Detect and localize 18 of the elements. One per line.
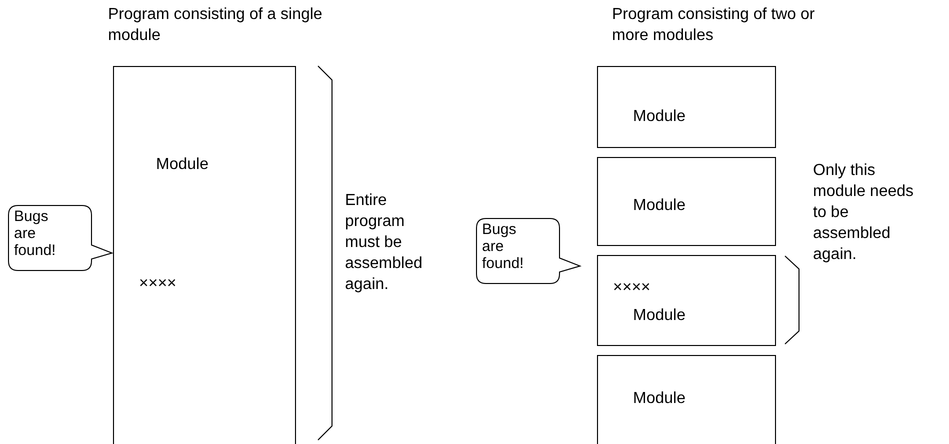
bubble-text: Bugs are found!: [482, 221, 525, 272]
caption-text: Entire program must be assembled again.: [345, 191, 424, 295]
module-label: Module: [633, 306, 686, 325]
caption-text: Program consisting of two or more modules: [612, 5, 816, 46]
caption-text: Only this module needs to be assembled again.: [813, 161, 915, 265]
caption-text: Program consisting of a single module: [108, 5, 324, 46]
module-box: [597, 157, 776, 246]
module-label: Module: [633, 196, 686, 215]
module-label: Module: [156, 155, 208, 174]
module-label: ××××: [139, 274, 176, 293]
module-box: [597, 66, 776, 148]
module-box: [597, 255, 776, 346]
module-box: [113, 66, 296, 444]
module-label: Module: [633, 389, 686, 408]
module-label: ××××: [613, 278, 650, 297]
module-label: Module: [633, 107, 686, 126]
module-box: [597, 355, 776, 444]
bubble-text: Bugs are found!: [14, 208, 57, 259]
